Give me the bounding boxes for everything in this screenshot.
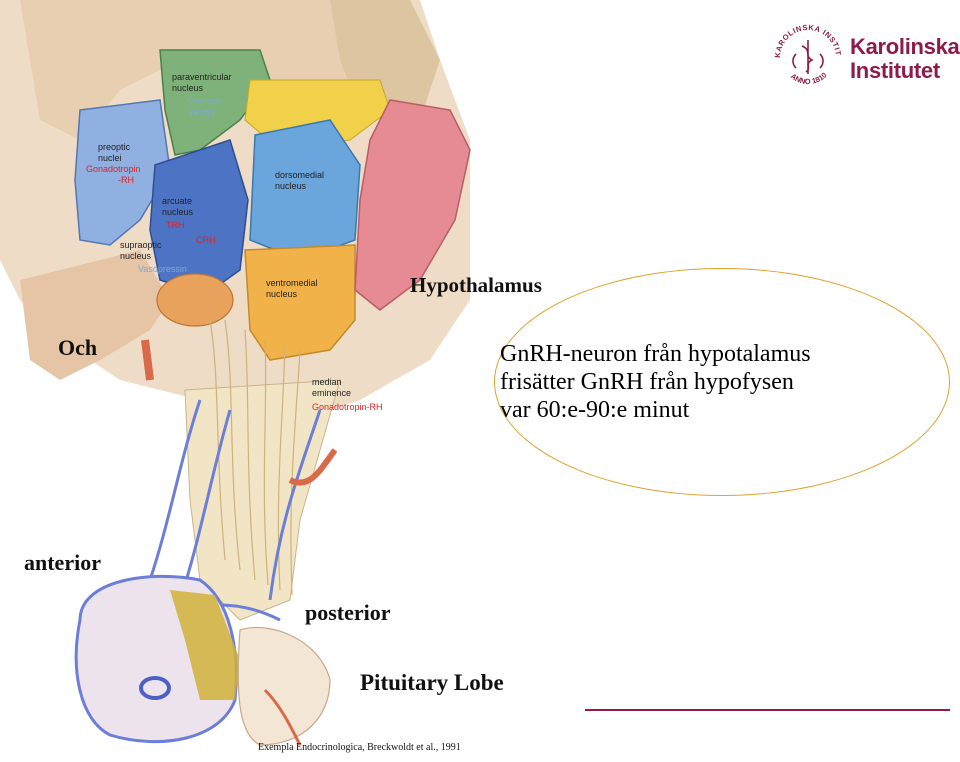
label-preoptic: preoptic: [98, 142, 131, 152]
callout-text: GnRH-neuron från hypotalamus frisätter G…: [500, 340, 940, 424]
label-arcuate-nucleus: nucleus: [162, 207, 194, 217]
hypothalamus-lobe: [354, 99, 471, 311]
posterior-vessel: [263, 688, 302, 746]
label-supraoptic: supraoptic: [120, 240, 162, 250]
label-vasopressin: Vasopressin: [138, 264, 187, 274]
karolinska-logo: KAROLINSKA INSTITUTET ANNO 1810 Karolins…: [768, 16, 960, 106]
paraventricular-nucleus: [159, 49, 271, 156]
source-caption: Exempla Endocrinologica, Breckwoldt et a…: [258, 742, 461, 753]
pituitary-stalk: [184, 379, 341, 621]
preoptic-nuclei: [74, 99, 171, 246]
label-vasopr: Vasopr: [188, 107, 216, 117]
optic-chiasm: [20, 250, 170, 380]
label-ventromedial: ventromedial: [266, 278, 318, 288]
label-hypothalamus: Hypothalamus: [410, 273, 542, 297]
label-supraoptic-nucleus: nucleus: [120, 251, 152, 261]
central-vessel: [139, 676, 171, 700]
footer-divider: [585, 709, 950, 711]
label-paraventricular-nucleus: nucleus: [172, 83, 204, 93]
callout-ellipse: [494, 268, 950, 496]
posterior-lobe: [237, 626, 331, 746]
label-gonadotropin-rh-1: Gonadotropin: [86, 164, 141, 174]
label-preoptic-nuclei: nuclei: [98, 153, 122, 163]
logo-word-institutet: Institutet: [850, 58, 940, 83]
label-gonadotropin-rh-2: Gonadotropin-RH: [312, 402, 383, 412]
supraoptic-nucleus: [156, 273, 234, 327]
label-median: median: [312, 377, 342, 387]
ventromedial-nucleus: [244, 244, 356, 361]
callout-line-2: frisätter GnRH från hypofysen: [500, 369, 794, 395]
label-oxytocin: Oxytocin: [188, 96, 223, 106]
label-crh: CRH: [196, 235, 216, 245]
label-pituitary-lobe: Pituitary Lobe: [360, 670, 504, 695]
label-posterior: posterior: [305, 600, 391, 625]
label-dorsomedial: dorsomedial: [275, 170, 324, 180]
label-arcuate: arcuate: [162, 196, 192, 206]
callout-line-3: var 60:e-90:e minut: [500, 397, 690, 423]
label-dorsomedial-nucleus: nucleus: [275, 181, 307, 191]
dorsomedial-nucleus: [249, 119, 361, 261]
label-gonadotropin-rh-1b: -RH: [118, 175, 134, 185]
label-och: Och: [58, 335, 97, 360]
hypothalamus-pituitary-illustration: paraventricular nucleus Oxytocin Vasopr …: [0, 0, 542, 753]
callout-line-1: GnRH-neuron från hypotalamus: [500, 341, 811, 367]
logo-word-karolinska: Karolinska: [850, 34, 960, 59]
yellow-tissue: [170, 590, 240, 700]
upper-tissue: [20, 0, 380, 140]
karolinska-seal-icon: KAROLINSKA INSTITUTET ANNO 1810: [768, 16, 843, 86]
label-trh: TRH: [166, 220, 185, 230]
red-vessel-left: [141, 339, 154, 381]
label-eminence: eminence: [312, 388, 351, 398]
label-paraventricular: paraventricular: [172, 72, 232, 82]
seal-text-top: KAROLINSKA INSTITUTET: [768, 16, 842, 58]
svg-text:KAROLINSKA INSTITUTET: KAROLINSKA INSTITUTET: [768, 16, 843, 58]
label-anterior: anterior: [24, 550, 101, 575]
red-vessel: [288, 448, 338, 486]
callout-bubble: GnRH-neuron från hypotalamus frisätter G…: [494, 268, 952, 498]
label-ventromedial-nucleus: nucleus: [266, 289, 298, 299]
